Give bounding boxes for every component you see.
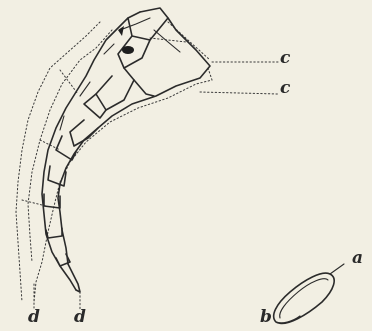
label-c-lower: c [280, 80, 290, 97]
label-d-left: d [28, 309, 40, 326]
segment-joint [118, 36, 150, 68]
segment-joint [128, 12, 168, 40]
inner-dotted-outline [16, 22, 100, 302]
label-a: a [352, 250, 363, 267]
label-d-right: d [74, 309, 86, 326]
appendage-outline-lower [42, 18, 128, 290]
segment-joint [70, 120, 98, 146]
ova-outline [274, 273, 334, 323]
appendage-outline-upper [58, 8, 210, 264]
label-c-upper: c [280, 50, 290, 67]
leader-line-a [330, 264, 344, 274]
leader-line-c-lower [200, 92, 278, 94]
dotted-separator [60, 70, 78, 94]
ova-inner-outline [280, 279, 328, 318]
label-b: b [260, 309, 272, 326]
inner-detail [120, 18, 150, 30]
segment-joint [96, 76, 134, 110]
articulation-spot [122, 46, 134, 54]
dotted-outline-mid [28, 30, 112, 262]
inner-detail [104, 44, 114, 54]
